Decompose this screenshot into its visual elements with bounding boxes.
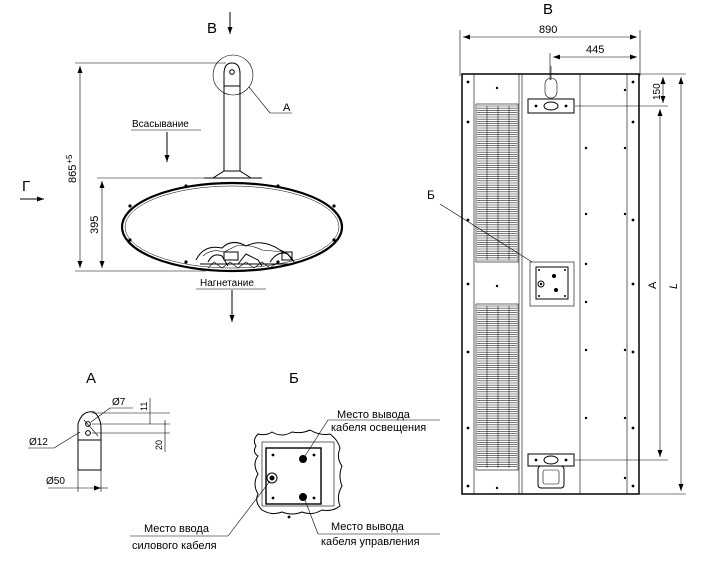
junction-box	[535, 266, 569, 300]
view-g-label: Г	[22, 178, 30, 195]
light-cable-label-1: Место вывода	[337, 409, 411, 421]
detail-a-title: А	[86, 370, 96, 387]
grille-upper	[475, 103, 519, 263]
dim-11-label: 11	[139, 402, 149, 411]
dim-d12-label: Ø12	[29, 437, 48, 448]
view-b-side-label: В	[207, 20, 217, 37]
control-cable-label-2: кабеля управления	[321, 536, 420, 548]
control-cable-outlet-icon	[299, 493, 307, 501]
dim-445-label: 445	[586, 44, 604, 56]
view-b-front-label: В	[543, 1, 553, 18]
power-cable-inlet-icon	[266, 472, 278, 484]
detail-b-plate	[265, 447, 322, 505]
detail-b-break-outline	[253, 429, 343, 515]
control-cable-label-1: Место вывода	[331, 521, 405, 533]
dim-865-label: 865+5	[65, 154, 79, 183]
dim-395-label: 395	[89, 216, 101, 234]
dim-d50-label: Ø50	[46, 476, 65, 487]
light-cable-label-2: кабеля освещения	[331, 422, 426, 434]
detail-b-title: Б	[289, 370, 299, 387]
power-cable-label-2: силового кабеля	[132, 540, 217, 552]
front-view: В 890 445	[427, 1, 686, 495]
body-screws	[466, 80, 635, 490]
detail-b-callout: Б	[427, 188, 435, 202]
detail-a-tube	[77, 439, 102, 471]
discharge-label: Нагнетание	[200, 278, 254, 289]
detail-b: Б Место вывода кабеля освещения Место вв…	[130, 370, 440, 552]
dim-a-label: A	[647, 281, 659, 289]
discharge-nozzle	[195, 242, 295, 269]
intake-label: Всасывание	[132, 119, 189, 130]
power-cable-label-1: Место ввода	[144, 523, 210, 535]
dim-l-label: L	[668, 283, 680, 289]
detail-a: А Ø7 Ø12 Ø50 11 20	[28, 370, 170, 492]
light-cable-outlet-icon	[299, 455, 307, 463]
junction-box-outer	[529, 261, 575, 307]
mount-bracket	[223, 62, 241, 87]
dim-d7-label: Ø7	[112, 397, 126, 408]
dim-20-label: 20	[154, 440, 164, 450]
detail-a-leader	[248, 86, 271, 114]
dim-150-label: 150	[652, 83, 663, 100]
detail-b-leader	[439, 203, 533, 263]
top-mount-plate	[527, 98, 575, 114]
unit-body-ellipse	[120, 181, 344, 273]
detail-a-callout: А	[283, 102, 291, 114]
suspension-tube	[223, 85, 241, 172]
dim-890-label: 890	[539, 24, 557, 36]
detail-a-circle	[212, 54, 254, 96]
side-view: В А	[20, 12, 344, 322]
grille-lower	[475, 303, 519, 471]
